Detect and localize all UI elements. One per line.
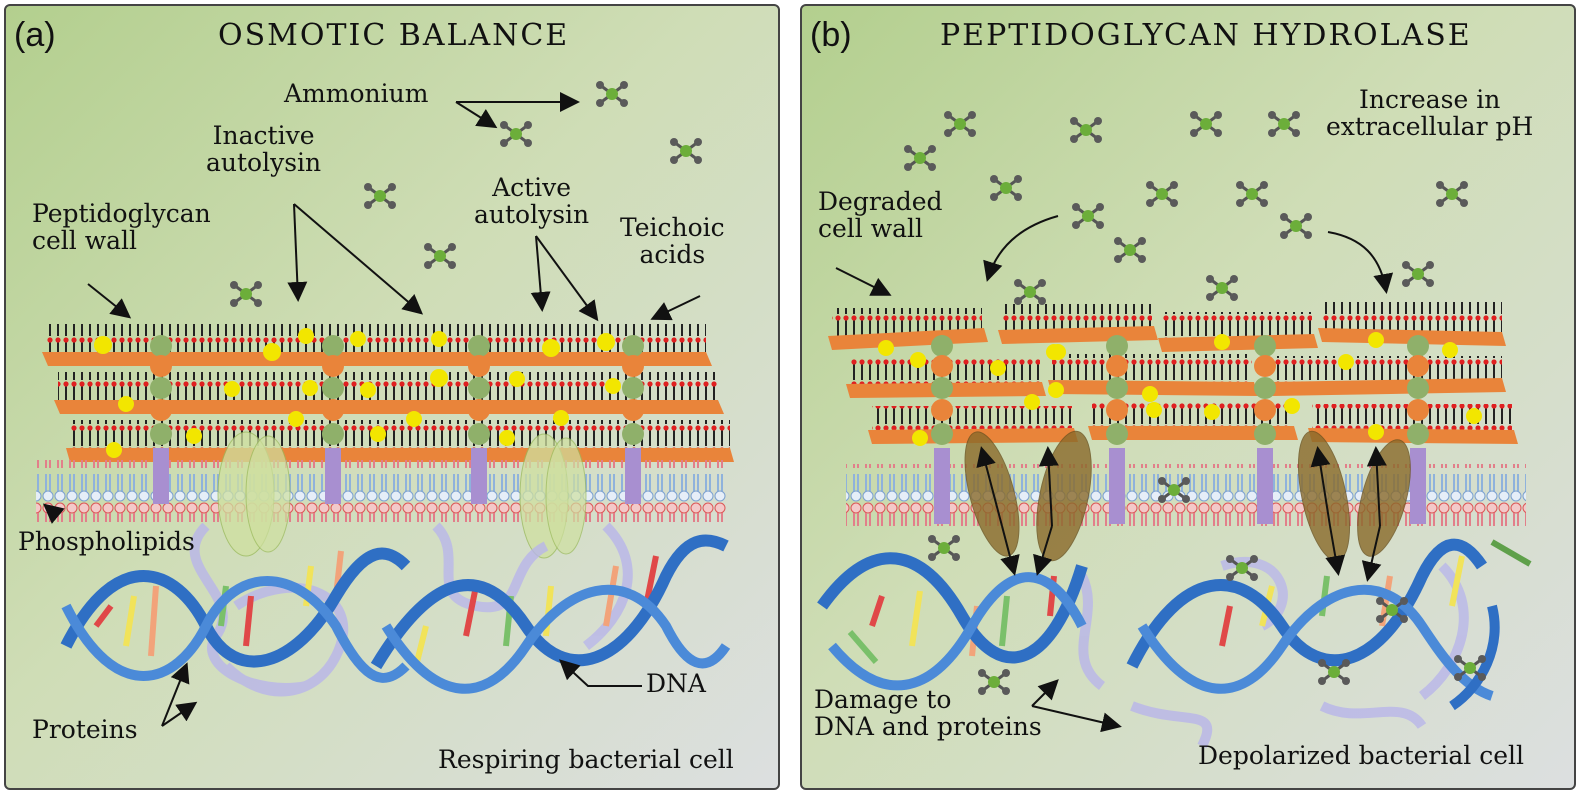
panel-b: (b) PEPTIDOGLYCAN HYDROLASE Increase in … — [800, 4, 1576, 790]
label-dna: DNA — [646, 669, 706, 698]
teichoic-acid-columns-b — [931, 335, 1429, 524]
label-proteins: Proteins — [32, 715, 138, 744]
label-phospholipids: Phospholipids — [18, 527, 195, 556]
label-arrows-b — [835, 215, 1394, 733]
panel-a-title: OSMOTIC BALANCE — [218, 18, 570, 53]
phospholipid-bilayer — [36, 460, 726, 522]
panel-a-artwork — [36, 79, 734, 727]
dna-helices-b — [817, 538, 1532, 711]
panel-a: (a) OSMOTIC BALANCE Ammonium Inactive au… — [4, 4, 780, 790]
label-respiring-cell: Respiring bacterial cell — [438, 745, 734, 774]
label-teichoic-acids: Teichoic acids — [620, 213, 725, 269]
panel-b-artwork — [817, 109, 1532, 749]
degraded-cell-wall — [828, 302, 1518, 444]
label-depolarized-cell: Depolarized bacterial cell — [1198, 741, 1524, 770]
dna-helices — [60, 534, 731, 694]
label-ammonium: Ammonium — [284, 79, 429, 108]
label-inactive-autolysin: Inactive autolysin — [206, 121, 322, 177]
label-peptidoglycan: Peptidoglycan cell wall — [32, 199, 211, 255]
label-damage: Damage to DNA and proteins — [814, 685, 1042, 741]
label-arrows — [42, 92, 701, 727]
teichoic-acid-columns — [150, 335, 644, 504]
autolysin-dots-b — [878, 332, 1482, 446]
autolysin-dots — [94, 328, 621, 458]
label-active-autolysin: Active autolysin — [474, 173, 590, 229]
label-increase-ph: Increase in extracellular pH — [1326, 85, 1534, 141]
panel-b-letter: (b) — [810, 16, 852, 54]
ammonium-molecules — [228, 79, 704, 309]
panel-b-title: PEPTIDOGLYCAN HYDROLASE — [940, 18, 1472, 53]
label-degraded-cell-wall: Degraded cell wall — [818, 187, 943, 243]
panel-a-letter: (a) — [14, 16, 56, 54]
